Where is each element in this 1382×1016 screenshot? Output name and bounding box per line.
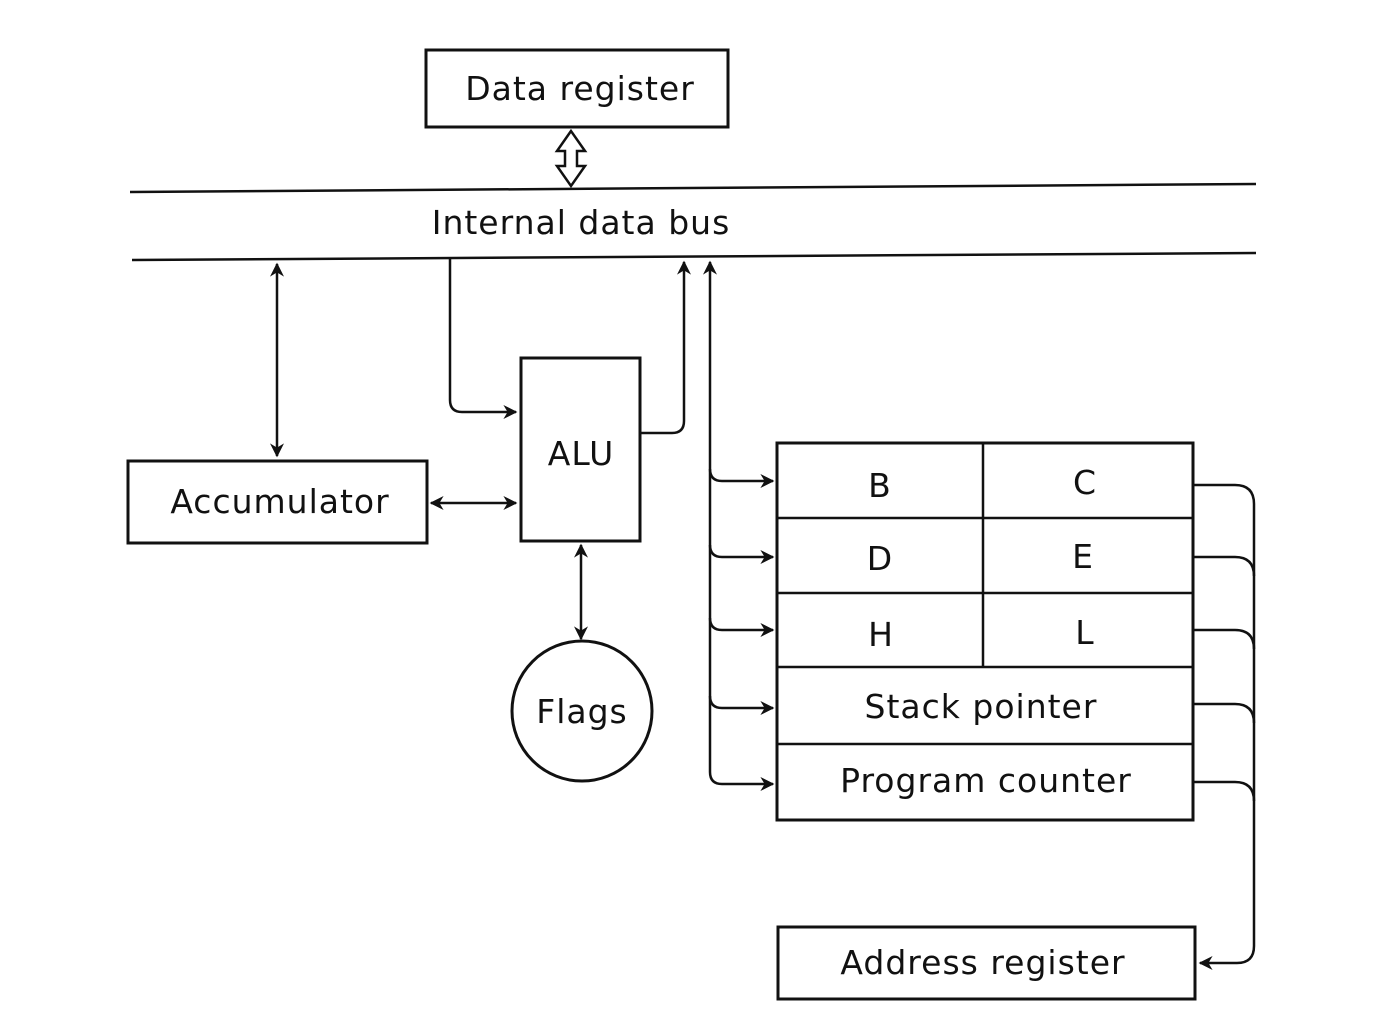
register-d-label: D: [867, 539, 893, 578]
bus-bottom-line: [131, 251, 1257, 262]
data-register-box: [424, 48, 730, 129]
accumulator-box: [126, 459, 429, 545]
accumulator-label: Accumulator: [170, 482, 389, 521]
alu-box: [519, 356, 642, 543]
register-de-address-tap: [1193, 555, 1256, 577]
bus-to-register-hl-arrow: [708, 617, 775, 637]
bus-to-register-de-arrow: [708, 544, 775, 564]
register-b-label: B: [868, 466, 892, 505]
bus-to-register-bc-arrow: [708, 468, 775, 488]
address-register-label: Address register: [840, 943, 1125, 982]
register-e-label: E: [1072, 537, 1094, 576]
bus-to-program-counter-arrow: [708, 771, 775, 791]
stack-pointer-address-tap: [1193, 702, 1256, 724]
register-c-label: C: [1073, 463, 1097, 502]
data-register-bus-connector: [554, 128, 588, 189]
data-register-label: Data register: [465, 69, 695, 108]
register-hl-address-tap: [1193, 628, 1256, 650]
alu-label: ALU: [548, 434, 614, 473]
register-l-label: L: [1075, 613, 1094, 652]
bus-top-line: [129, 182, 1257, 194]
register-bank-frame: [775, 441, 1195, 822]
flags-circle: [510, 639, 654, 783]
internal-data-bus-label: Internal data bus: [432, 203, 731, 242]
stack-pointer-label: Stack pointer: [865, 687, 1098, 726]
register-bank: B C D E H L Stack pointer Program counte…: [775, 441, 1195, 822]
bus-to-alu-arrow: [448, 259, 518, 419]
alu-to-bus-arrow: [640, 260, 691, 435]
program-counter-address-tap: [1193, 780, 1256, 802]
register-h-label: H: [868, 615, 894, 654]
program-counter-label: Program counter: [840, 761, 1132, 800]
address-register-box: [776, 925, 1197, 1001]
bus-to-stack-pointer-arrow: [708, 695, 775, 715]
flags-label: Flags: [536, 692, 628, 731]
registers-to-address-register-arrow: [1193, 483, 1256, 970]
